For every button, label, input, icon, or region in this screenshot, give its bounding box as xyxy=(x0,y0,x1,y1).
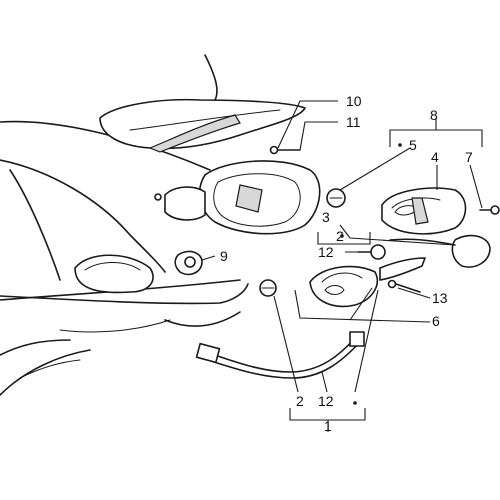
callout-7: 7 xyxy=(465,149,473,165)
wiring-harness xyxy=(195,331,365,379)
callout-4: 4 xyxy=(431,149,439,165)
scooter-body xyxy=(0,120,249,396)
upper-fairing xyxy=(99,54,306,153)
headlight-housing xyxy=(154,160,321,235)
socket-9 xyxy=(174,250,203,276)
callout-8: 8 xyxy=(430,107,438,123)
callout-2-upper: 2 xyxy=(336,228,344,244)
callout-2-bottom: 2 xyxy=(296,393,304,409)
callout-12-upper: 12 xyxy=(318,244,334,260)
screw-7 xyxy=(479,205,500,215)
callout-13: 13 xyxy=(432,290,448,306)
callout-5: 5 xyxy=(409,137,417,153)
callout-10: 10 xyxy=(346,93,362,109)
screw-13 xyxy=(387,279,421,293)
callout-6: 6 xyxy=(432,313,440,329)
reference-dots xyxy=(340,143,402,405)
lamp-lens-6 xyxy=(309,257,426,308)
turn-signal-lens-4 xyxy=(381,187,467,235)
callout-11: 11 xyxy=(346,114,361,130)
callout-12-bottom: 12 xyxy=(318,393,334,409)
callout-9: 9 xyxy=(220,248,228,264)
callout-3: 3 xyxy=(322,209,330,225)
bulb-5 xyxy=(326,188,346,208)
screw-10 xyxy=(269,145,301,155)
bulb-holder-3 xyxy=(389,234,491,268)
leader-lines xyxy=(201,100,483,432)
bulb-2-lower xyxy=(259,279,277,297)
side-marker-lamp xyxy=(74,254,154,294)
callout-labels: 1 2 2 3 4 5 6 7 8 9 10 11 12 12 13 xyxy=(220,93,473,434)
callout-1: 1 xyxy=(324,418,332,434)
